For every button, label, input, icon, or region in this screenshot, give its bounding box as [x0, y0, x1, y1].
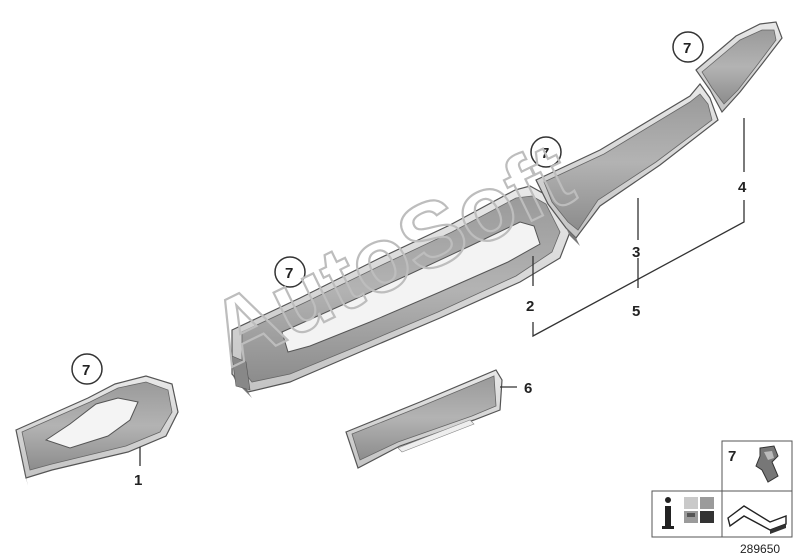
part-6-trim	[345, 369, 503, 469]
svg-text:7: 7	[541, 145, 549, 162]
trim-strip-icon	[727, 505, 787, 534]
callout-3: 3	[632, 244, 640, 261]
legend-clip-number: 7	[728, 448, 736, 465]
callout-6: 6	[524, 380, 532, 397]
callout-4: 4	[738, 179, 747, 196]
part-1-trim	[15, 375, 179, 486]
info-icon	[662, 497, 674, 529]
leader-lines	[139, 118, 745, 466]
callout-1: 1	[134, 472, 142, 489]
clip-markers: 7 7 7 7	[71, 31, 704, 385]
svg-text:7: 7	[285, 265, 293, 282]
svg-text:7: 7	[683, 40, 691, 57]
callout-labels: 1 2 3 4 5 6	[134, 179, 747, 489]
clip-icon	[755, 445, 779, 483]
clip-marker: 7	[530, 136, 562, 168]
part-2-trim	[231, 185, 571, 398]
legend-box: 7 289650	[651, 440, 793, 556]
diagram-id: 289650	[740, 542, 780, 556]
part-4-trim	[695, 21, 783, 114]
callout-2: 2	[526, 298, 534, 315]
clip-marker: 7	[274, 256, 306, 288]
svg-text:7: 7	[82, 362, 90, 379]
parts-grid-icon	[684, 497, 714, 523]
callout-5: 5	[632, 303, 640, 320]
clip-marker: 7	[672, 31, 704, 63]
clip-marker: 7	[71, 353, 103, 385]
part-3-trim	[535, 83, 719, 246]
